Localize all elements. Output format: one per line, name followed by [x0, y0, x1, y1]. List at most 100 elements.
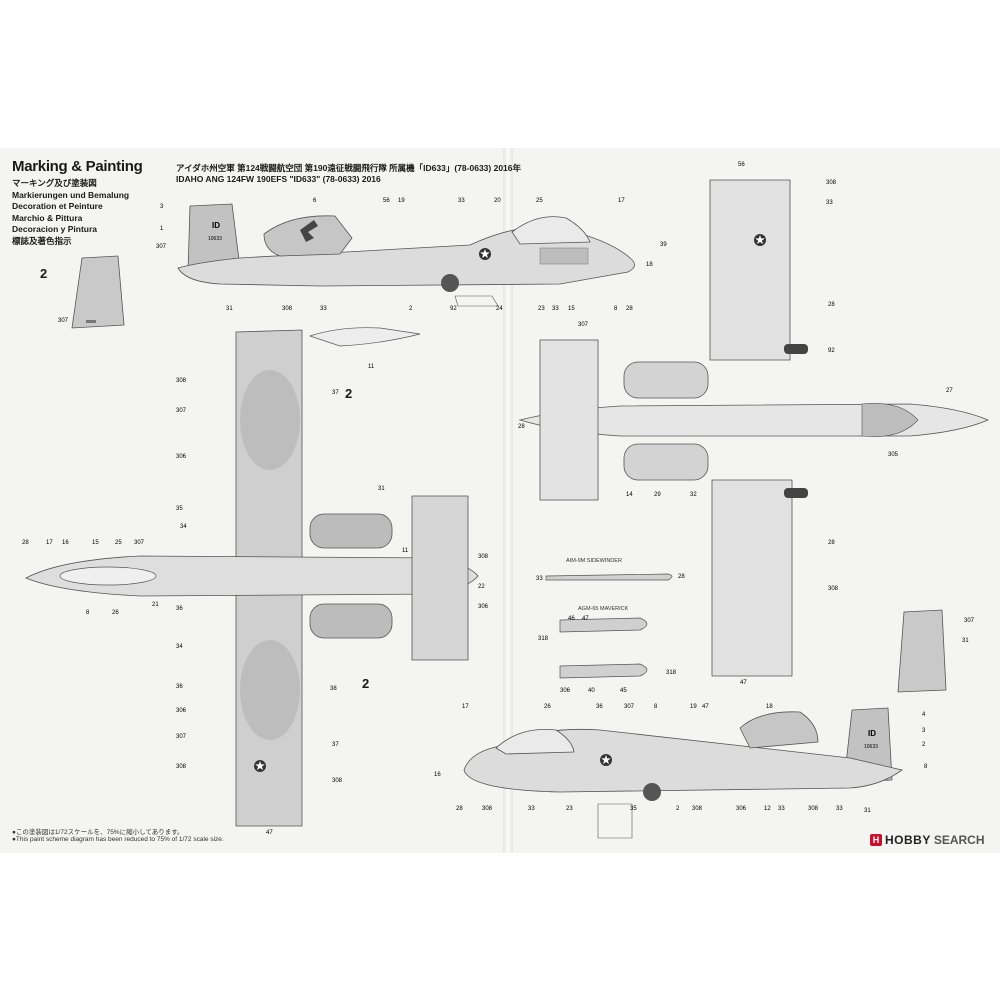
- callout-33: 33: [458, 198, 465, 204]
- callout-56b: 56: [738, 162, 745, 168]
- callout-308d: 308: [176, 764, 187, 770]
- callout-307e: 307: [176, 734, 187, 740]
- callout-36: 36: [176, 606, 183, 612]
- callout-308e: 308: [332, 778, 343, 784]
- callout-34: 34: [180, 524, 187, 530]
- callout-40: 40: [588, 688, 595, 694]
- callout-3b: 3: [922, 728, 926, 734]
- scale-note-en: ●This paint scheme diagram has been redu…: [12, 836, 224, 843]
- callout-33h: 33: [836, 806, 843, 812]
- callout-29: 29: [654, 492, 661, 498]
- side-view-lower-right: ID 10633: [463, 707, 903, 839]
- callout-25b: 25: [115, 540, 122, 546]
- canopy-detail: [308, 327, 421, 347]
- tail-code-upper: ID: [212, 221, 220, 230]
- callout-47: 47: [266, 830, 273, 836]
- callout-16b: 16: [434, 772, 441, 778]
- callout-318: 318: [538, 636, 549, 642]
- callout-2c: 2: [676, 806, 680, 812]
- callout-8c: 8: [654, 704, 658, 710]
- planform-view-left: [25, 329, 479, 827]
- callout-11b: 11: [402, 548, 409, 554]
- callout-32: 32: [690, 492, 697, 498]
- callout-28b: 28: [22, 540, 29, 546]
- callout-23b: 23: [566, 806, 573, 812]
- callout-26: 26: [112, 610, 119, 616]
- callout-37: 37: [332, 390, 339, 396]
- callout-27: 27: [946, 388, 953, 394]
- callout-19: 19: [398, 198, 405, 204]
- callout-33c: 33: [552, 306, 559, 312]
- callout-307f: 307: [578, 322, 589, 328]
- callout-45: 45: [620, 688, 627, 694]
- weapons-drawings: [545, 573, 673, 679]
- callout-33d: 33: [826, 200, 833, 206]
- maverick-label: AGM-65 MAVERICK: [578, 606, 629, 612]
- brand-hobby: HOBBY: [885, 833, 931, 847]
- callout-28f: 28: [678, 574, 685, 580]
- callout-307g: 307: [964, 618, 975, 624]
- callout-24: 24: [496, 306, 503, 312]
- callout-308j: 308: [808, 806, 819, 812]
- callout-23: 23: [538, 306, 545, 312]
- callout-306b: 306: [478, 604, 489, 610]
- callout-18: 18: [646, 262, 653, 268]
- tail-serial-lower: 10633: [864, 744, 878, 750]
- tail-serial-upper: 10633: [208, 236, 222, 242]
- callout-17b: 17: [46, 540, 53, 546]
- callout-38: 38: [330, 686, 337, 692]
- aircraft-caption-jp: アイダホ州空軍 第124戦闘航空団 第190遠征戦闘飛行隊 所属機「ID633」…: [176, 163, 521, 173]
- callout-33g: 33: [778, 806, 785, 812]
- callout-22: 22: [478, 584, 485, 590]
- callout-308f: 308: [826, 180, 837, 186]
- callout-25: 25: [536, 198, 543, 204]
- callout-28e: 28: [828, 540, 835, 546]
- callout-4: 4: [922, 712, 926, 718]
- callout-15: 15: [568, 306, 575, 312]
- callout-307c: 307: [176, 408, 187, 414]
- left-tail-fin-detail: [71, 255, 125, 329]
- planform-view-right: [518, 179, 990, 677]
- callout-3: 3: [160, 204, 164, 210]
- callout-12: 12: [764, 806, 771, 812]
- callout-47b: 47: [740, 680, 747, 686]
- callout-17: 17: [618, 198, 625, 204]
- callout-307d: 307: [134, 540, 145, 546]
- decal-number-wing-top: 2: [345, 386, 353, 401]
- callout-8: 8: [614, 306, 618, 312]
- subtitle-de: Markierungen und Bemalung: [12, 189, 130, 200]
- callout-28d: 28: [828, 302, 835, 308]
- callout-307b: 307: [58, 318, 69, 324]
- right-tail-fin-detail: [897, 609, 947, 693]
- callout-numbers: 3 1 307 6 56 19 33 20 25 17 31 308 33 2 …: [22, 162, 975, 836]
- callout-306: 306: [176, 454, 187, 460]
- callout-308c: 308: [478, 554, 489, 560]
- callout-46: 46: [568, 616, 575, 622]
- subtitle-es: Decoracion y Pintura: [12, 224, 98, 234]
- callout-92: 92: [450, 306, 457, 312]
- callout-307h: 307: [624, 704, 635, 710]
- callout-33f: 33: [528, 806, 535, 812]
- decal-number-wing-bottom: 2: [362, 676, 370, 691]
- callout-36c: 36: [596, 704, 603, 710]
- sheet-title: Marking & Painting: [12, 158, 143, 175]
- callout-11: 11: [368, 364, 375, 370]
- callout-318b: 318: [666, 670, 677, 676]
- callout-1: 1: [160, 226, 164, 232]
- callout-307: 307: [156, 244, 167, 250]
- callout-33b: 33: [320, 306, 327, 312]
- callout-37b: 37: [332, 742, 339, 748]
- callout-56: 56: [383, 198, 390, 204]
- callout-28: 28: [626, 306, 633, 312]
- callout-47c: 47: [582, 616, 589, 622]
- callout-305: 305: [888, 452, 899, 458]
- callout-306e: 306: [736, 806, 747, 812]
- subtitle-fr: Decoration et Peinture: [12, 201, 103, 211]
- brand-search: SEARCH: [933, 833, 985, 847]
- callout-6: 6: [313, 198, 317, 204]
- callout-16: 16: [62, 540, 69, 546]
- tail-code-lower: ID: [868, 729, 876, 738]
- subtitle-it: Marchio & Pittura: [12, 212, 83, 223]
- scale-note-jp: ●この塗装図は1/72スケールを、75%に縮小してあります。: [12, 829, 184, 836]
